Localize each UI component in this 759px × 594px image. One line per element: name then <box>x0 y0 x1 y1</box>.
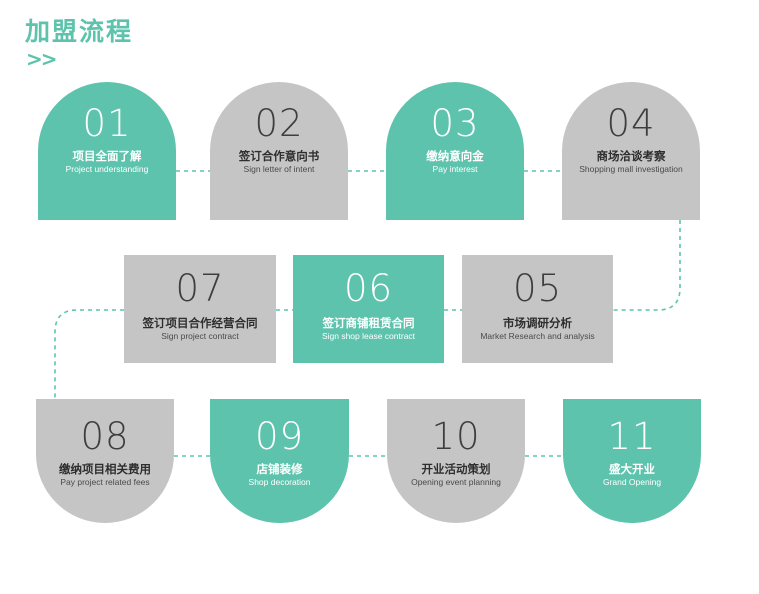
step-number: 07 <box>175 267 225 310</box>
step-title-zh: 市场调研分析 <box>503 316 572 330</box>
step-title-zh: 缴纳意向金 <box>426 149 484 163</box>
step-title-zh: 项目全面了解 <box>72 149 142 163</box>
step-title-en: Grand Opening <box>602 477 662 487</box>
connector-07-08 <box>54 309 124 399</box>
step-title-zh: 盛大开业 <box>609 462 655 476</box>
step-number: 01 <box>82 102 132 145</box>
step-title-en: Sign letter of intent <box>243 164 315 174</box>
step-06: 06 签订商铺租赁合同 Sign shop lease contract <box>293 255 444 363</box>
step-title-en: Pay interest <box>432 164 478 174</box>
step-title-en: Opening event planning <box>411 477 501 487</box>
step-title-zh: 签订商铺租赁合同 <box>322 316 415 330</box>
step-10: 10 开业活动策划 Opening event planning <box>387 399 525 523</box>
step-number: 04 <box>606 102 656 145</box>
step-title-en: Sign project contract <box>161 331 239 341</box>
step-number: 09 <box>254 415 305 458</box>
step-title-zh: 签订合作意向书 <box>238 149 320 163</box>
step-title-zh: 缴纳项目相关费用 <box>59 462 151 476</box>
step-title-zh: 商场洽谈考察 <box>596 149 666 163</box>
step-number: 10 <box>431 415 481 458</box>
step-08: 08 缴纳项目相关费用 Pay project related fees <box>36 399 174 523</box>
step-09: 09 店铺装修 Shop decoration <box>210 399 349 523</box>
step-05: 05 市场调研分析 Market Research and analysis <box>462 255 613 363</box>
step-title-en: Market Research and analysis <box>480 331 595 341</box>
step-title-zh: 店铺装修 <box>256 462 303 476</box>
connector-04-05 <box>613 220 681 311</box>
step-title-en: Shopping mall investigation <box>579 164 683 174</box>
step-01: 01 项目全面了解 Project understanding <box>38 82 176 220</box>
step-title-zh: 签订项目合作经营合同 <box>142 316 258 330</box>
step-11: 11 盛大开业 Grand Opening <box>563 399 701 523</box>
step-title-en: Shop decoration <box>248 477 311 487</box>
step-number: 11 <box>607 415 657 458</box>
step-number: 05 <box>512 267 563 310</box>
step-number: 03 <box>430 102 480 145</box>
step-number: 08 <box>80 415 130 458</box>
double-chevron-icon: >> <box>26 47 57 71</box>
step-07: 07 签订项目合作经营合同 Sign project contract <box>124 255 276 363</box>
step-title-en: Sign shop lease contract <box>321 331 416 341</box>
step-title-zh: 开业活动策划 <box>421 462 491 476</box>
step-03: 03 缴纳意向金 Pay interest <box>386 82 524 220</box>
page-title: 加盟流程 <box>25 17 134 46</box>
step-title-en: Pay project related fees <box>60 477 150 487</box>
step-02: 02 签订合作意向书 Sign letter of intent <box>210 82 348 220</box>
step-number: 06 <box>343 267 394 310</box>
step-number: 02 <box>254 102 304 145</box>
step-04: 04 商场洽谈考察 Shopping mall investigation <box>562 82 700 220</box>
step-title-en: Project understanding <box>65 164 149 174</box>
